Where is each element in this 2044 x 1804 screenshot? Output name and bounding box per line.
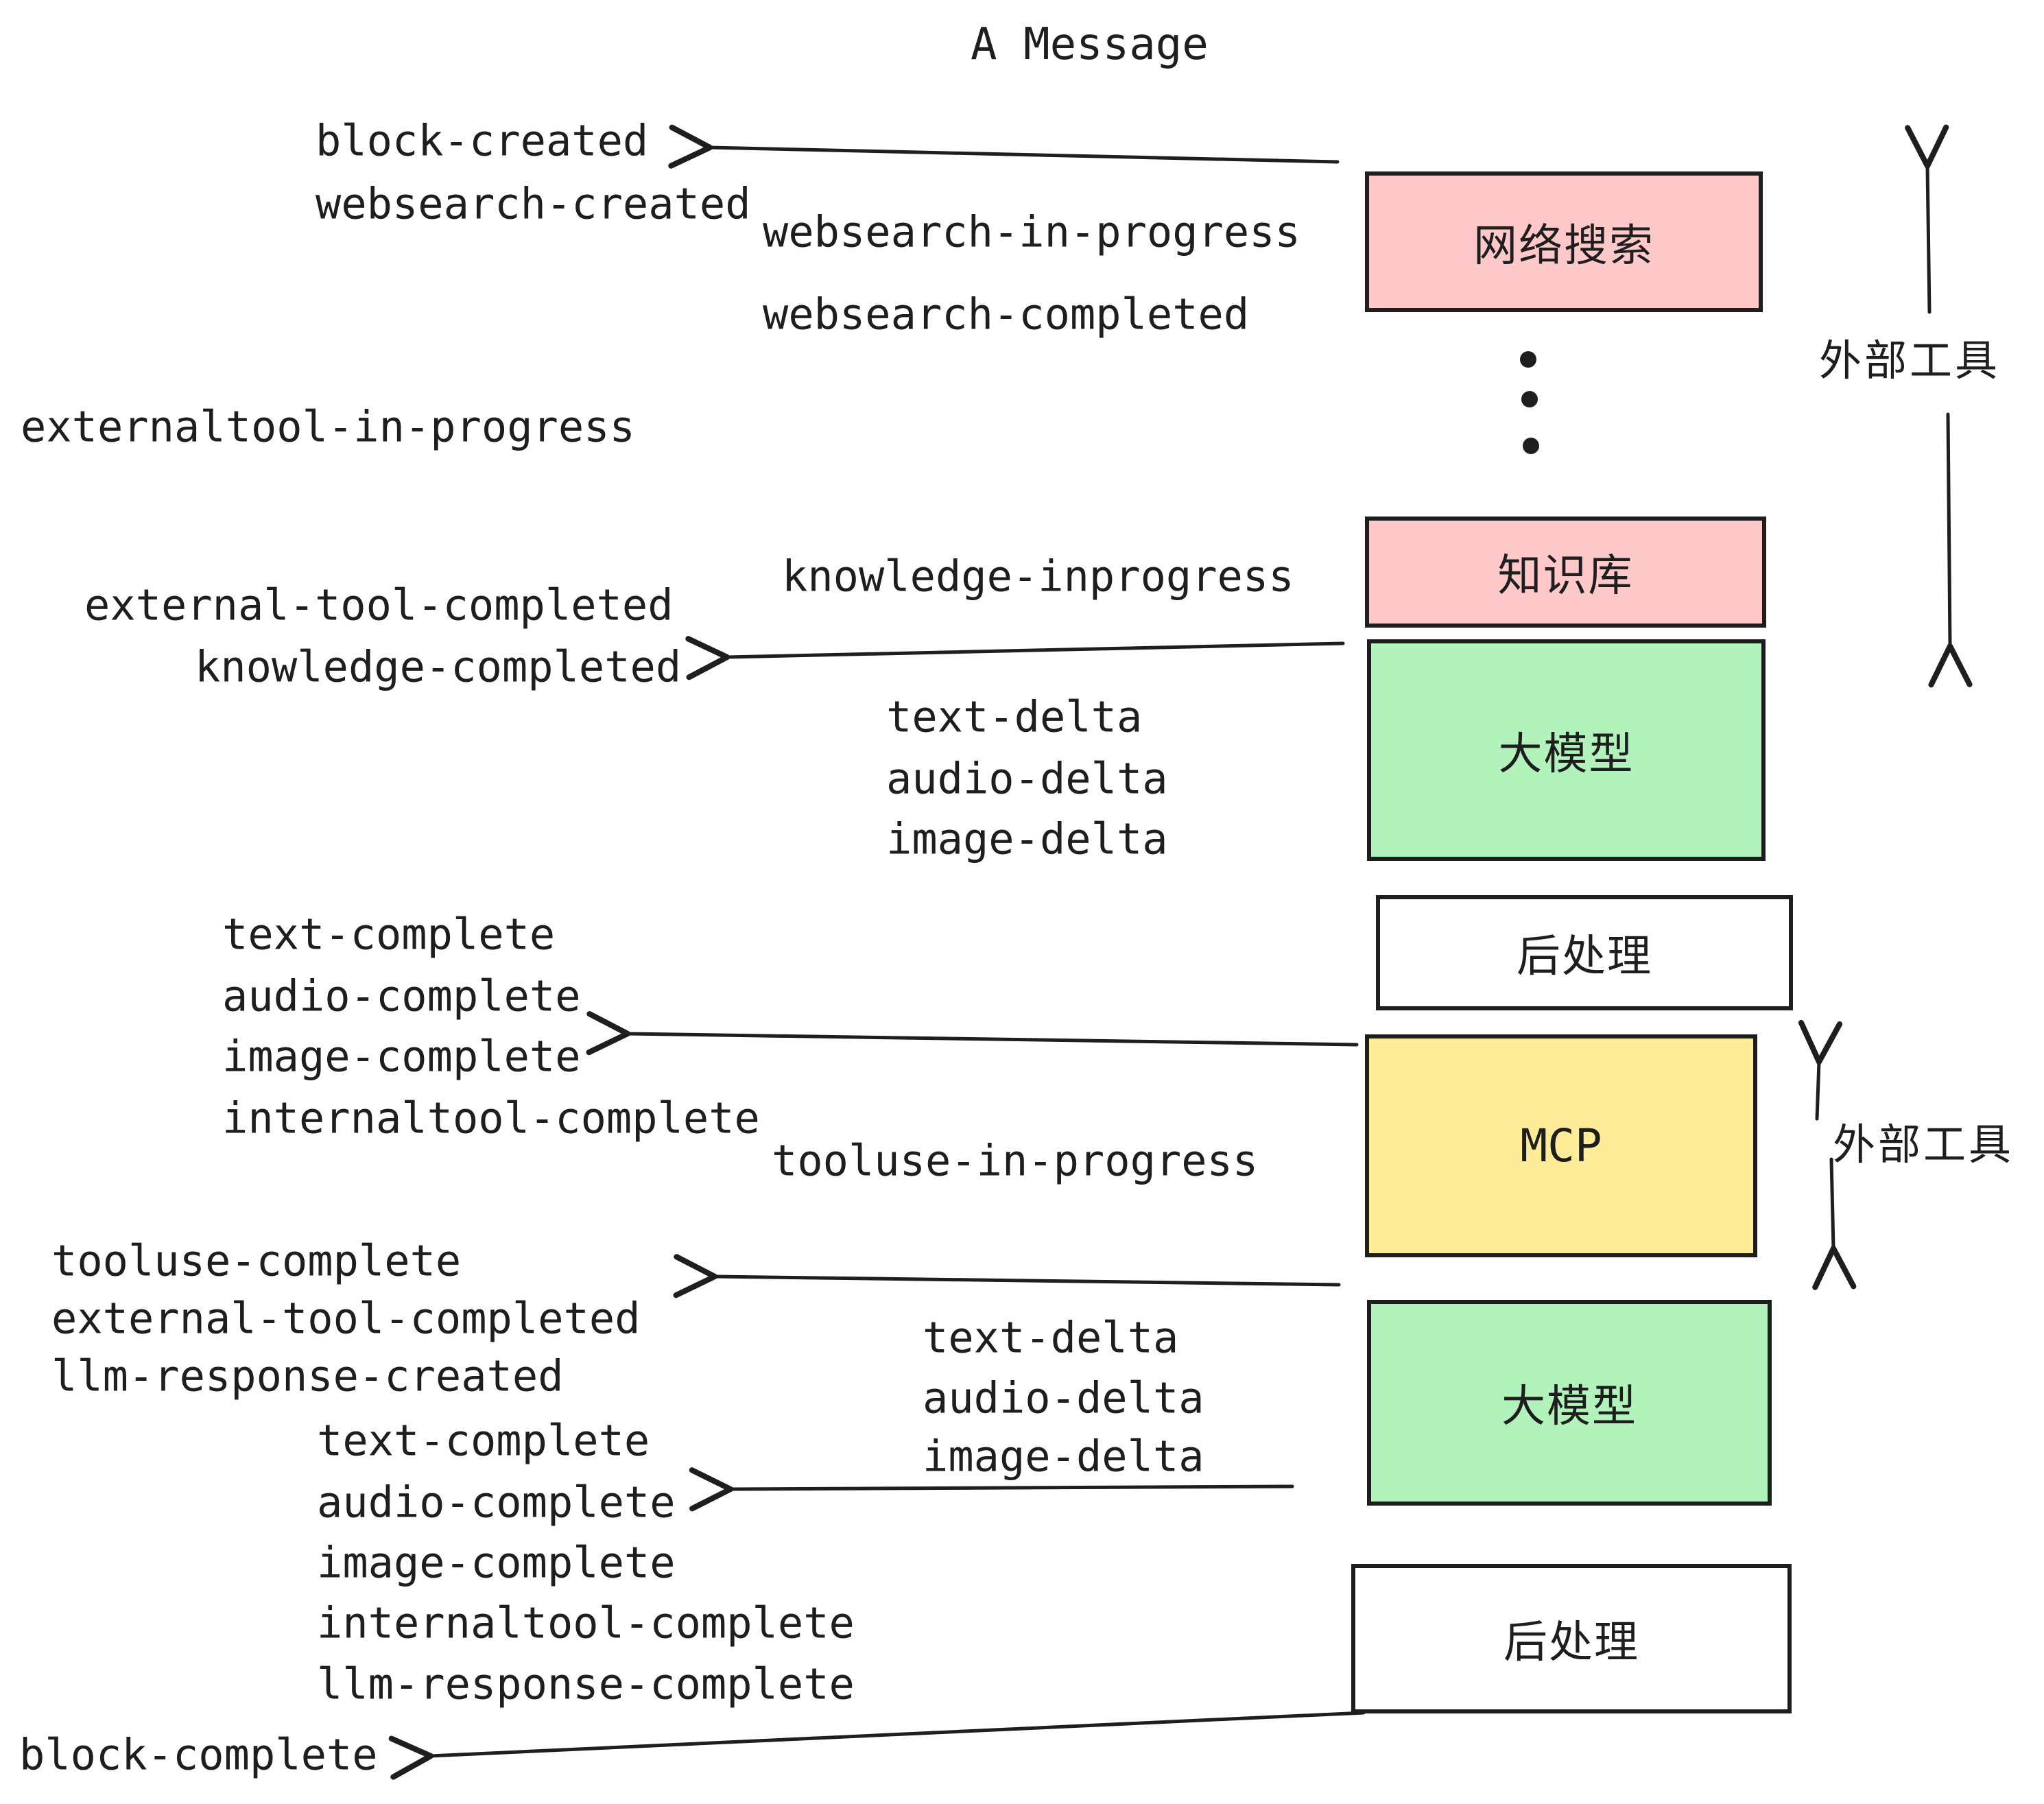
box-llm-1-label: 大模型	[1498, 728, 1635, 780]
event-label-websearch-created: websearch-created	[316, 178, 751, 229]
event-label-externaltool-in-progress: externaltool-in-progress	[21, 401, 635, 452]
event-label-image-delta-2: image-delta	[923, 1431, 1204, 1482]
box-postprocess-2-label: 后处理	[1504, 1617, 1639, 1668]
external-tools-bottom-arrow-up	[1798, 1019, 1843, 1121]
event-label-text-delta-2: text-delta	[923, 1312, 1179, 1363]
box-llm-2: 大模型	[1367, 1300, 1772, 1506]
external-tools-top-arrow-up	[1905, 124, 1949, 314]
arrow-llm2-to-completes	[689, 1467, 1294, 1512]
event-label-audio-complete-1: audio-complete	[222, 971, 581, 1021]
event-label-block-created: block-created	[316, 115, 649, 166]
event-label-image-complete-1: image-complete	[222, 1031, 581, 1082]
arrow-postprocess1-to-completes	[586, 1011, 1359, 1056]
box-websearch: 网络搜索	[1365, 171, 1763, 312]
event-label-text-delta-1: text-delta	[886, 691, 1143, 742]
event-label-knowledge-completed: knowledge-completed	[195, 641, 682, 692]
arrow-mcp-to-tooluse-complete	[673, 1254, 1341, 1298]
ellipsis-dots	[1520, 351, 1539, 454]
event-label-external-tool-completed-1: external-tool-completed	[84, 580, 674, 630]
box-llm-2-label: 大模型	[1501, 1381, 1637, 1432]
external-tools-top-arrow-down	[1928, 412, 1973, 688]
event-label-image-complete-2: image-complete	[317, 1537, 676, 1588]
box-knowledge-base-label: 知识库	[1497, 551, 1634, 602]
event-label-image-delta-1: image-delta	[886, 814, 1168, 864]
event-label-llm-response-created: llm-response-created	[51, 1351, 564, 1401]
external-tools-bottom-arrow-down	[1812, 1157, 1857, 1290]
arrow-postprocess2-to-block-complete	[388, 1711, 1366, 1780]
event-label-internaltool-complete-1: internaltool-complete	[222, 1093, 760, 1143]
box-postprocess-1: 后处理	[1376, 895, 1793, 1010]
arrow-websearch-to-created	[668, 124, 1340, 169]
event-label-audio-complete-2: audio-complete	[317, 1477, 676, 1528]
event-label-block-complete: block-complete	[19, 1729, 378, 1780]
event-label-tooluse-complete: tooluse-complete	[51, 1235, 462, 1286]
external-tools-label-top: 外部工具	[1819, 335, 2001, 385]
diagram-title: A Message	[971, 19, 1209, 70]
external-tools-label-bottom: 外部工具	[1833, 1119, 2015, 1170]
event-label-tooluse-in-progress: tooluse-in-progress	[772, 1135, 1259, 1186]
event-label-internaltool-complete-2: internaltool-complete	[317, 1598, 855, 1648]
event-label-llm-response-complete: llm-response-complete	[317, 1659, 855, 1709]
box-mcp-label: MCP	[1520, 1119, 1602, 1172]
event-label-websearch-completed: websearch-completed	[763, 289, 1250, 340]
box-mcp: MCP	[1365, 1034, 1757, 1257]
box-postprocess-2: 后处理	[1351, 1564, 1792, 1713]
box-llm-1: 大模型	[1367, 639, 1766, 861]
event-label-text-complete-2: text-complete	[317, 1415, 650, 1466]
arrow-knowledge-to-completed	[685, 636, 1345, 680]
event-label-audio-delta-2: audio-delta	[923, 1373, 1204, 1423]
event-label-audio-delta-1: audio-delta	[886, 753, 1168, 804]
event-label-knowledge-inprogress: knowledge-inprogress	[782, 551, 1294, 602]
event-label-external-tool-completed-2: external-tool-completed	[51, 1293, 641, 1344]
box-knowledge-base: 知识库	[1365, 517, 1766, 628]
box-postprocess-1-label: 后处理	[1517, 931, 1652, 982]
box-websearch-label: 网络搜索	[1473, 220, 1654, 272]
event-label-text-complete-1: text-complete	[222, 909, 556, 960]
event-label-websearch-in-progress: websearch-in-progress	[763, 206, 1300, 257]
